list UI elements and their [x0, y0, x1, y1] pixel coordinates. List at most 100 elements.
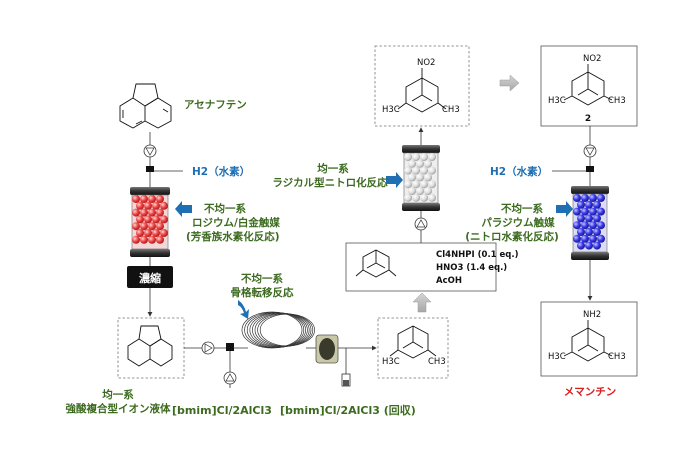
- reagent-line3: AcOH: [436, 276, 462, 286]
- catalyst-bead: [589, 207, 597, 216]
- catalyst-bead: [581, 234, 589, 243]
- ch3-label-nitro: CH3: [442, 105, 460, 115]
- catalyst-bead: [140, 195, 148, 203]
- palladium-packed-column[interactable]: [571, 186, 609, 260]
- catalyst-bead: [140, 222, 148, 231]
- catalyst-bead: [408, 187, 416, 195]
- catalyst-bead: [132, 222, 140, 231]
- catalyst-bead: [585, 200, 593, 209]
- concentrate-block: [127, 266, 173, 288]
- memantine-structure: [563, 320, 613, 362]
- arrow-right-grey-icon: [499, 74, 520, 92]
- compound-2-box: [540, 45, 638, 127]
- catalyst-bead: [136, 229, 144, 237]
- rh-pt-line2: ロジウム/白金触媒: [192, 216, 280, 229]
- arrow-left-icon: [175, 201, 192, 217]
- coil-loop: [252, 312, 310, 348]
- catalyst-bead: [573, 194, 581, 202]
- catalyst-bead: [416, 159, 424, 168]
- pd-line1: 不均一系: [501, 202, 543, 215]
- catalyst-bead: [581, 221, 589, 230]
- ch3-label-memantine: CH3: [608, 352, 626, 362]
- coil-loop: [249, 312, 308, 348]
- coil-loop: [257, 313, 314, 347]
- catalyst-bead: [424, 187, 432, 195]
- catalyst-bead: [144, 229, 152, 237]
- reagent-line2: HNO3 (1.4 eq.): [436, 263, 507, 273]
- h3c-label-nitro: H3C: [382, 105, 400, 115]
- valve-icon-bottom[interactable]: [201, 341, 215, 355]
- arrow-right-icon-pd: [556, 201, 573, 217]
- catalyst-bead: [152, 229, 160, 237]
- nitro-adamantane-structure: [397, 68, 447, 113]
- catalyst-bead: [573, 234, 581, 243]
- catalyst-bead: [428, 166, 436, 175]
- catalyst-bead: [156, 222, 164, 231]
- coil-loop: [244, 311, 305, 349]
- catalyst-bead: [577, 228, 585, 236]
- catalyst-bead: [589, 194, 597, 202]
- catalyst-bead: [597, 194, 605, 202]
- catalyst-bead: [404, 153, 412, 161]
- concentrate-label: 濃縮: [139, 271, 161, 285]
- arrow-up-icon: [412, 292, 432, 313]
- tee-connector-icon: [146, 166, 154, 172]
- catalyst-bead: [424, 173, 432, 182]
- catalyst-bead: [132, 208, 140, 217]
- nh2-label: NH2: [583, 310, 601, 320]
- catalyst-bead: [408, 159, 416, 168]
- h3c-label-2: H3C: [548, 96, 566, 106]
- separator-icon[interactable]: [315, 334, 339, 364]
- valve-icon[interactable]: [143, 144, 157, 158]
- catalyst-bead: [412, 180, 420, 189]
- coil-reactor-icon[interactable]: [241, 311, 315, 349]
- catalyst-bead: [593, 241, 601, 250]
- catalyst-bead: [412, 166, 420, 175]
- coil-loop: [254, 313, 312, 347]
- catalyst-bead: [428, 180, 436, 189]
- coil-loop: [241, 311, 303, 349]
- catalyst-bead: [597, 207, 605, 216]
- catalyst-bead: [585, 228, 593, 236]
- tee-connector-icon-right: [586, 166, 594, 172]
- catalyst-bead: [416, 187, 424, 195]
- ch3-label-bottom: CH3: [428, 357, 446, 367]
- catalyst-bead: [581, 194, 589, 202]
- valve-icon-middle[interactable]: [414, 217, 428, 231]
- rh-pt-line3: (芳香族水素化反応): [186, 230, 280, 243]
- catalyst-bead: [577, 241, 585, 250]
- catalyst-bead: [156, 195, 164, 203]
- radical-nitration-packed-column[interactable]: [402, 145, 440, 211]
- tee-connector-icon-bottom: [226, 343, 234, 351]
- catalyst-bead: [152, 215, 160, 224]
- catalyst-bead: [140, 235, 148, 244]
- h2-right-label: H2（水素）: [490, 165, 548, 178]
- ch3-label-2: CH3: [608, 96, 626, 106]
- catalyst-bead: [424, 159, 432, 168]
- skeletal-line2: 骨格転移反応: [231, 286, 294, 299]
- intermediate-box: [117, 317, 185, 379]
- valve-icon-right[interactable]: [583, 144, 597, 158]
- pd-line3: (ニトロ水素化反応): [465, 230, 559, 243]
- catalyst-bead: [581, 207, 589, 216]
- acenaphthene-label: アセナフテン: [184, 99, 247, 111]
- catalyst-bead: [428, 193, 436, 202]
- catalyst-bead: [593, 228, 601, 236]
- catalyst-bead: [148, 195, 156, 203]
- catalyst-bead: [160, 229, 168, 237]
- catalyst-bead: [136, 201, 144, 210]
- acenaphthene-structure: [119, 83, 172, 129]
- h3c-label-memantine: H3C: [548, 352, 566, 362]
- reagent-box: [345, 242, 497, 292]
- catalyst-bead: [420, 193, 428, 202]
- catalyst-bead: [597, 234, 605, 243]
- catalyst-bead: [152, 201, 160, 210]
- reagent-line1: Cl4NHPI (0.1 eq.): [436, 250, 519, 260]
- valve-icon-ionic-feed[interactable]: [223, 371, 237, 385]
- catalyst-bead: [573, 207, 581, 216]
- ionic-line1: 均一系: [102, 388, 134, 401]
- compound-2-structure: [563, 64, 613, 106]
- catalyst-bead: [428, 153, 436, 161]
- rhodium-platinum-packed-column[interactable]: [130, 187, 170, 257]
